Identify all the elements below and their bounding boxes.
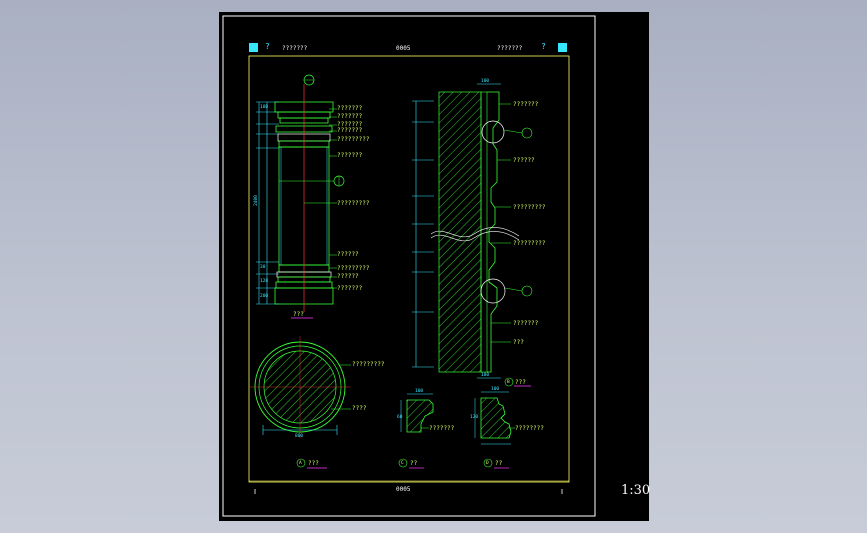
wall-dim-top: 100 <box>481 79 490 84</box>
header-right-badge <box>558 43 567 52</box>
inner-frame <box>248 55 570 483</box>
plan-callout-outer: ????????? <box>352 361 385 368</box>
drawing-canvas <box>222 15 596 517</box>
wall-callout-2: ?????? <box>513 157 535 164</box>
column-dim-5: 200 <box>260 294 269 299</box>
column-callout-9: ?????? <box>337 273 359 280</box>
plan-section <box>249 336 351 438</box>
header-right-label: ??????? <box>497 45 523 52</box>
wall-section-title: ??? <box>515 379 526 386</box>
column-dim-2: 2400 <box>253 195 259 206</box>
detail-d <box>474 391 515 445</box>
column-dim-4: 120 <box>260 279 269 284</box>
detail-c <box>400 393 434 433</box>
header-left-question: ? <box>265 42 270 51</box>
marker-b: B <box>507 380 510 385</box>
drawing-sheet: ? ??????? 0005 ??????? ? ??????? ???????… <box>219 12 649 521</box>
column-callout-8: ????????? <box>337 265 370 272</box>
detail-d-dim-top: 100 <box>491 387 500 392</box>
marker-a: A <box>299 461 302 466</box>
plan-callout-inner: ???? <box>352 405 367 412</box>
detail-d-title: ?? <box>495 460 503 467</box>
column-elevation <box>256 74 345 312</box>
wall-callout-4: ????????? <box>513 240 546 247</box>
detail-c-dim-side: 60 <box>397 415 403 420</box>
column-dim-3: 30 <box>260 265 266 270</box>
wall-section <box>412 83 533 387</box>
header-left-label: ??????? <box>282 45 308 52</box>
detail-d-dim-side: 120 <box>470 415 479 420</box>
column-callout-3: ??????? <box>337 121 363 128</box>
detail-c-dim-top: 100 <box>415 389 424 394</box>
header-left-badge <box>249 43 258 52</box>
column-callout-mid: ????????? <box>337 200 370 207</box>
outer-frame <box>222 15 596 517</box>
column-callout-10: ??????? <box>337 285 363 292</box>
plan-dim: 800 <box>295 434 304 439</box>
detail-d-callout: ???????? <box>515 425 544 432</box>
header-center-label: 0005 <box>396 45 411 52</box>
column-dim-1: 180 <box>260 105 269 110</box>
wall-callout-6: ??? <box>513 339 524 346</box>
plan-section-title: ??? <box>308 460 319 467</box>
wall-dim-bottom: 180 <box>481 373 490 378</box>
detail-c-callout: ??????? <box>429 425 455 432</box>
column-callout-7: ?????? <box>337 251 359 258</box>
marker-d: D <box>486 461 489 466</box>
marker-c: C <box>401 461 404 466</box>
column-callout-6: ??????? <box>337 152 363 159</box>
header-right-question: ? <box>541 42 546 51</box>
detail-c-title: ?? <box>410 460 418 467</box>
wall-callout-3: ????????? <box>513 204 546 211</box>
wall-callout-1: ??????? <box>513 101 539 108</box>
wall-callout-5: ??????? <box>513 320 539 327</box>
column-callout-1: ??????? <box>337 105 363 112</box>
column-callout-5: ????????? <box>337 136 370 143</box>
column-callout-2: ??????? <box>337 113 363 120</box>
scale-label: 1:30 <box>621 483 651 498</box>
footer-center-label: 0005 <box>396 486 411 493</box>
column-callout-4: ??????? <box>337 127 363 134</box>
column-elevation-title: ??? <box>293 311 304 318</box>
